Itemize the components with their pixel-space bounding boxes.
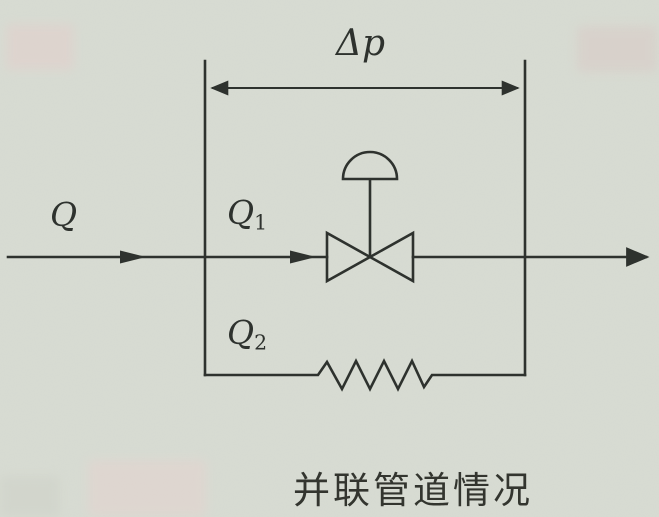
flow-q2-subscript: 2 <box>254 330 268 355</box>
flow-q2-base: Q <box>227 313 255 352</box>
blur-artifact-top-right <box>577 26 657 72</box>
blur-artifact-top-left <box>6 24 74 70</box>
blur-artifact-bottom-corner <box>0 476 60 517</box>
valve-actuator-dome <box>341 150 399 181</box>
flow-arrows <box>120 250 316 264</box>
flow-arrow-branch1 <box>290 250 316 264</box>
flow-q1-base: Q <box>227 193 255 232</box>
branch-resistance-line <box>203 357 527 392</box>
flow-q1-label: Q1 <box>227 196 267 233</box>
flow-q2-label: Q2 <box>227 316 267 353</box>
line-work <box>6 59 650 392</box>
delta-p-label: Δp <box>336 26 385 62</box>
figure-caption: 并联管道情况 <box>293 469 533 512</box>
flow-arrow-inlet <box>120 250 146 264</box>
valve-body-left-triangle <box>325 230 373 284</box>
flow-q-label: Q <box>50 198 77 231</box>
flow-q-text: Q <box>50 195 78 234</box>
flow-q1-subscript: 1 <box>254 210 268 235</box>
valve-body-right-triangle <box>367 230 415 284</box>
delta-p-text: Δp <box>336 23 386 64</box>
blur-artifact-bottom-left <box>88 460 206 516</box>
